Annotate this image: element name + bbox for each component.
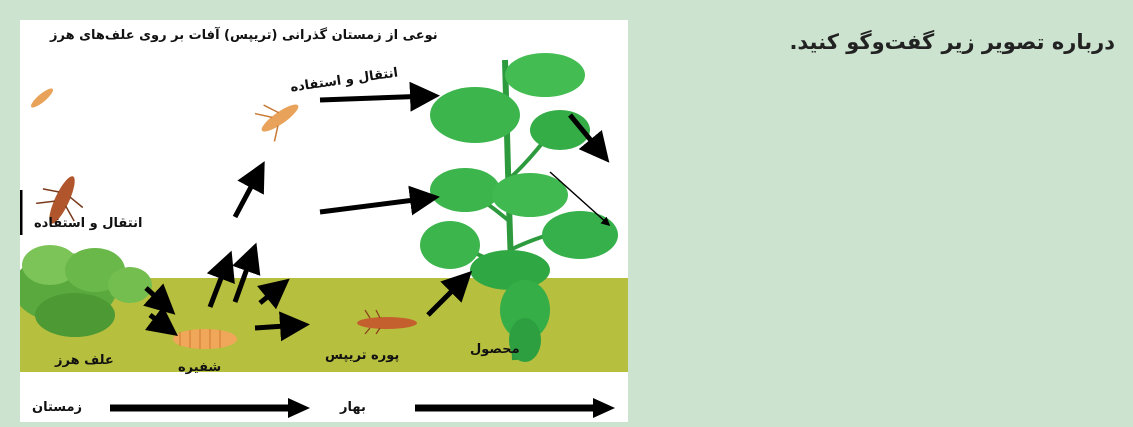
pupa: [173, 329, 237, 349]
thin-arrow: [549, 171, 611, 227]
weed-plant: [20, 245, 152, 337]
flow-arrows: [143, 81, 610, 342]
thrips-small: [30, 88, 54, 108]
crop-plant: [420, 53, 618, 362]
timeline: [110, 398, 615, 418]
label-nymph: پوره تریپس: [325, 348, 400, 363]
label-pupa: شفیره: [178, 360, 222, 375]
thrips-lifecycle-figure: نوعی از زمستان گذرانی (تریپس) آفات بر رو…: [20, 20, 628, 422]
figure-title: نوعی از زمستان گذرانی (تریپس) آفات بر رو…: [50, 28, 438, 43]
label-crop: محصول: [470, 342, 520, 357]
label-weed: علف هرز: [55, 353, 114, 368]
instruction-text: درباره تصویر زیر گفت‌وگو کنید.: [789, 30, 1115, 54]
thrips-adult-top: [254, 104, 299, 142]
timeline-spring: بهار: [340, 400, 366, 415]
label-transfer-left: انتقال و استفاده: [34, 216, 143, 231]
figure-illustration: [20, 53, 628, 418]
thrips-adult-left: [36, 176, 84, 224]
thrips-nymph: [357, 309, 417, 335]
timeline-winter: زمستان: [32, 400, 83, 415]
